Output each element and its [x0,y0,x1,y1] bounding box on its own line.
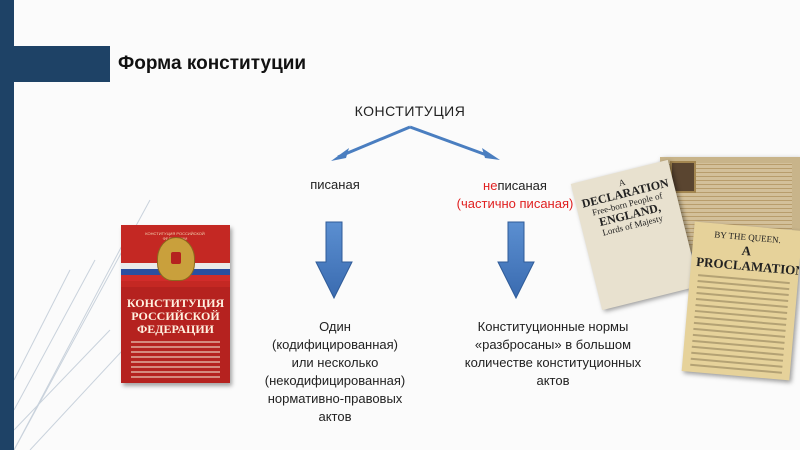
written-desc-line: (кодифицированная) [271,337,399,352]
coat-of-arms-icon [157,237,195,281]
written-label: писаная [310,177,360,192]
branch-arrow-left [331,125,411,161]
written-desc-line: нормативно-правовых [267,391,403,406]
slide-title: Форма конституции [118,53,307,74]
proclamation-document-image: BY THE QUEEN. A PROCLAMATION [681,221,800,381]
title-accent-band [14,46,110,82]
book-title: КОНСТИТУЦИЯ РОССИЙСКОЙ ФЕДЕРАЦИИ [125,297,226,336]
proclamation-text-lines [690,274,790,378]
book-text-lines [131,341,220,381]
book-title-line: ФЕДЕРАЦИИ [136,322,215,336]
unwritten-rest: писаная [497,178,547,193]
down-arrow-left [315,221,353,300]
unwritten-description: Конституционные нормы «разбросаны» в бол… [448,318,658,390]
down-arrow-right [497,221,535,300]
unwritten-prefix: не [483,178,498,193]
written-desc-line: (некодифицированная) [264,373,406,388]
written-desc-line: актов [318,409,352,424]
unwritten-desc-line: «разбросаны» в большом [474,337,632,352]
book-title-line: КОНСТИТУЦИЯ [126,296,225,310]
book-title-line: РОССИЙСКОЙ [131,309,220,323]
constitution-heading: КОНСТИТУЦИЯ [354,103,466,119]
written-description: Один (кодифицированная) или несколько (н… [250,318,420,426]
branch-arrow-right [409,125,500,160]
written-desc-line: или несколько [291,355,379,370]
written-desc-line: Один [319,319,351,334]
book-cover-top: КОНСТИТУЦИЯ РОССИЙСКОЙ ФЕДЕРАЦИИ [121,225,230,287]
partly-written-label: (частично писаная) [456,196,574,211]
unwritten-label: неписаная (частично писаная) [430,177,600,213]
left-accent-bar [0,0,14,450]
constitution-book-image: КОНСТИТУЦИЯ РОССИЙСКОЙ ФЕДЕРАЦИИ КОНСТИТ… [121,225,230,383]
unwritten-desc-line: Конституционные нормы [477,319,629,334]
unwritten-desc-line: количестве конституционных [464,355,642,370]
unwritten-desc-line: актов [536,373,570,388]
